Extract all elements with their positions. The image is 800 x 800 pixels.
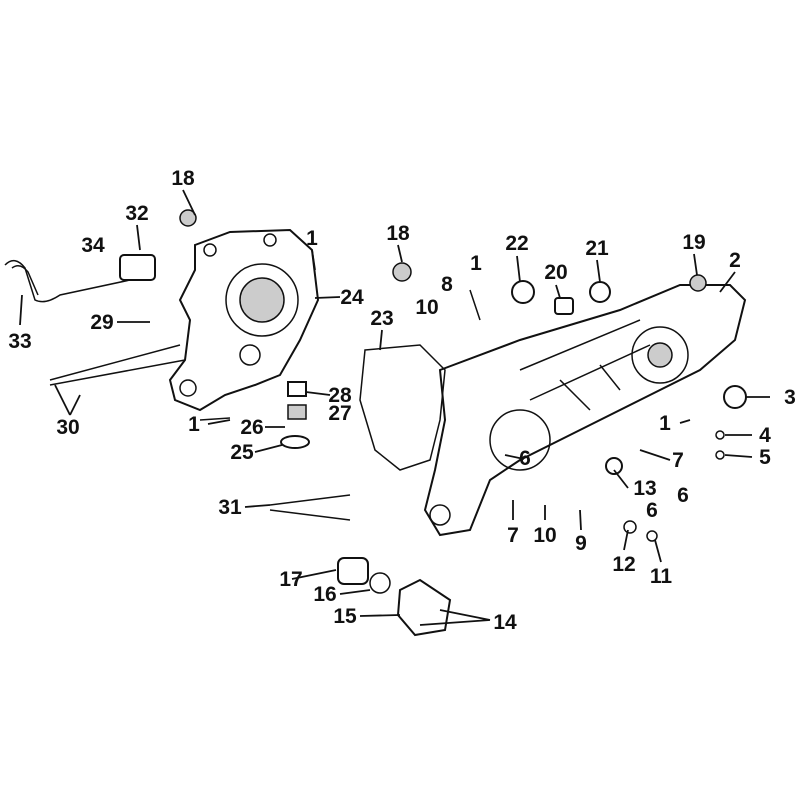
leader-lines — [19, 189, 770, 626]
callout-20: 20 — [544, 261, 567, 284]
callout-29: 29 — [90, 311, 113, 334]
callout-17: 17 — [279, 568, 302, 591]
studs — [49, 289, 481, 521]
right-crankcase — [423, 284, 747, 537]
callout-3: 3 — [784, 386, 796, 409]
callout-7: 7 — [507, 524, 519, 547]
oil-pipe — [4, 209, 197, 303]
gasket — [359, 344, 446, 471]
callout-19: 19 — [682, 231, 705, 254]
callout-5: 5 — [759, 446, 771, 469]
callout-18: 18 — [171, 167, 195, 190]
callout-27: 27 — [328, 402, 351, 425]
callout-10: 10 — [533, 524, 556, 547]
callout-23: 23 — [370, 307, 393, 330]
callout-1: 1 — [470, 252, 482, 275]
callout-10: 10 — [415, 296, 438, 319]
callout-7: 7 — [672, 449, 684, 472]
callout-4: 4 — [759, 424, 771, 447]
callout-9: 9 — [575, 532, 587, 555]
callout-1: 1 — [306, 227, 318, 250]
callout-25: 25 — [230, 441, 254, 464]
callout-12: 12 — [612, 553, 635, 576]
callout-32: 32 — [125, 202, 148, 225]
callout-24: 24 — [340, 286, 364, 309]
left-crankcase — [168, 228, 320, 412]
callout-6: 6 — [519, 447, 531, 470]
callout-31: 31 — [218, 496, 242, 519]
callout-11: 11 — [650, 565, 673, 588]
callout-15: 15 — [333, 605, 357, 628]
callout-16: 16 — [313, 583, 336, 606]
callout-26: 26 — [240, 416, 263, 439]
callout-13: 13 — [633, 477, 656, 500]
callout-30: 30 — [56, 416, 79, 439]
callout-6: 6 — [677, 484, 689, 507]
callout-21: 21 — [585, 237, 609, 260]
callout-2: 2 — [729, 249, 741, 272]
callout-33: 33 — [8, 330, 31, 353]
callout-1: 1 — [188, 413, 200, 436]
callout-18: 18 — [386, 222, 410, 245]
callout-22: 22 — [505, 232, 528, 255]
callout-14: 14 — [493, 611, 517, 634]
callout-34: 34 — [81, 234, 105, 257]
callout-6: 6 — [646, 499, 658, 522]
callout-8: 8 — [441, 273, 453, 296]
callout-28: 28 — [328, 384, 352, 407]
callout-1: 1 — [659, 412, 671, 435]
small-parts — [280, 262, 747, 637]
